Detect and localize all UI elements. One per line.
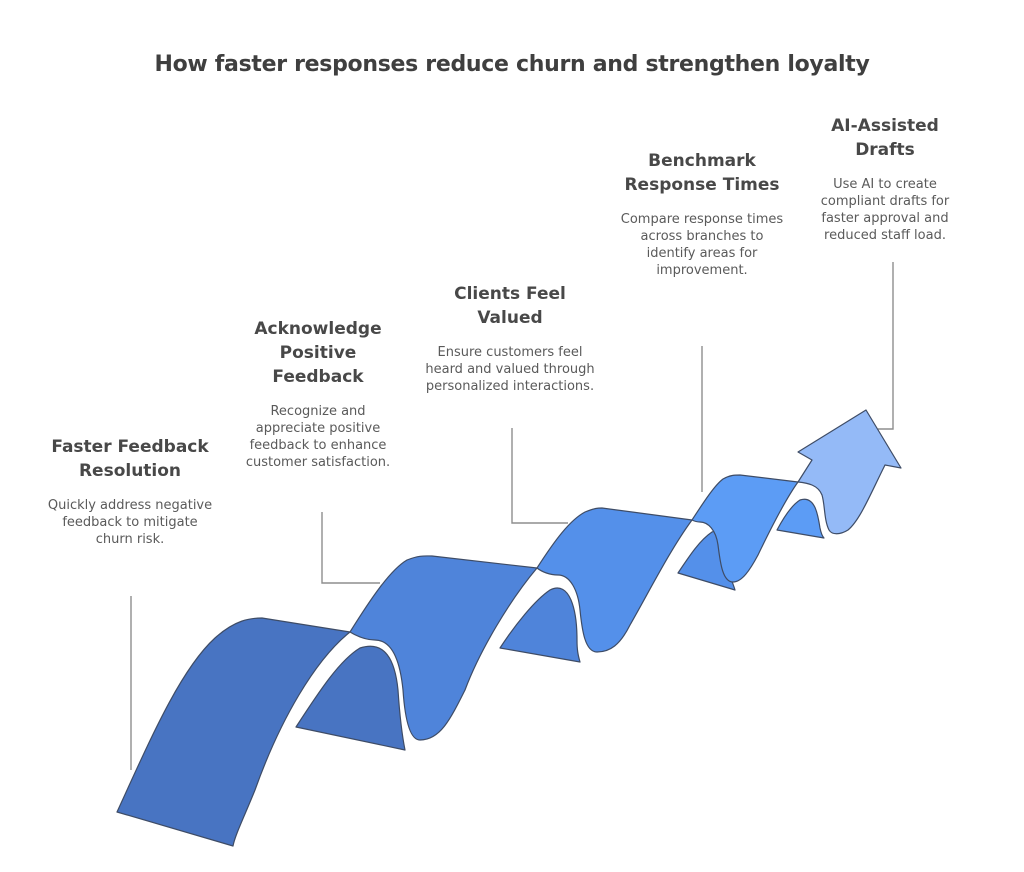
connectors [130,262,894,770]
ribbon-segment-1-fold [295,645,406,751]
up-arrow-icon [797,409,902,535]
step-heading: Benchmark Response Times [624,151,780,195]
ribbon-segment-4 [691,474,799,583]
step-description: Recognize and appreciate positive feedba… [245,404,391,470]
step-description: Compare response times across branches t… [620,212,784,278]
step-ai-assisted-drafts: AI-Assisted Drafts Use AI to create comp… [800,114,970,244]
step-acknowledge-positive-feedback: Acknowledge Positive Feedback Recognize … [238,317,398,471]
ribbon-segment-1 [116,617,351,847]
connector-line-2 [321,512,380,584]
step-heading: Clients Feel Valued [454,284,566,328]
step-heading: Acknowledge Positive Feedback [254,319,382,387]
step-description: Use AI to create compliant drafts for fa… [820,177,950,243]
step-description: Quickly address negative feedback to mit… [47,498,213,547]
ribbon-segment-4-fold [776,498,825,539]
step-faster-feedback-resolution: Faster Feedback Resolution Quickly addre… [45,435,215,548]
ribbon-segment-2 [349,555,538,741]
ribbon-segment-3 [536,507,693,653]
step-heading: Faster Feedback Resolution [51,437,209,481]
step-description: Ensure customers feel heard and valued t… [425,345,595,394]
step-benchmark-response-times: Benchmark Response Times Compare respons… [618,149,786,279]
step-heading: AI-Assisted Drafts [831,116,939,160]
diagram-title: How faster responses reduce churn and st… [154,52,870,77]
connector-line-5 [878,262,894,430]
ribbon-segment-2-fold [499,587,581,663]
step-clients-feel-valued: Clients Feel Valued Ensure customers fee… [425,282,595,395]
connector-line-3 [511,428,568,524]
